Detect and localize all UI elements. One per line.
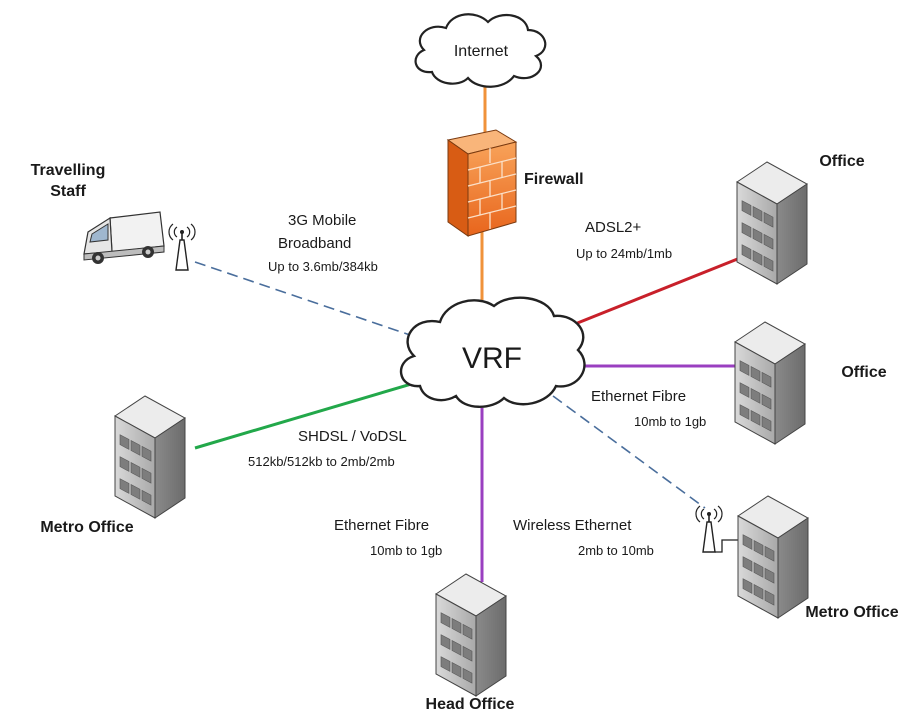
travelling-staff-label-line2: Staff — [50, 183, 86, 200]
brick-firewall-icon — [446, 129, 518, 237]
wireless-link-label: Wireless Ethernet 2mb to 10mb — [513, 517, 654, 558]
travelling-staff-label-line1: Travelling — [31, 162, 106, 179]
mobile-link-label: 3G Mobile Broadband Up to 3.6mb/384kb — [268, 212, 378, 274]
office-mid-label: Office — [841, 364, 886, 381]
internet-label: Internet — [454, 43, 509, 60]
fibre-head-label: Ethernet Fibre 10mb to 1gb — [334, 517, 442, 558]
internet-cloud: Internet — [414, 13, 547, 88]
firewall: Firewall — [446, 129, 584, 237]
mobile-title-line2: Broadband — [278, 235, 351, 252]
metro-office-right: Metro Office — [695, 495, 899, 621]
vrf-cloud: VRF — [399, 296, 586, 408]
head-office-label: Head Office — [426, 696, 515, 713]
shdsl-speed: 512kb/512kb to 2mb/2mb — [248, 454, 395, 469]
office-building-icon — [435, 573, 507, 697]
metro-office-left: Metro Office — [40, 395, 186, 536]
fibre-office-label: Ethernet Fibre 10mb to 1gb — [591, 388, 706, 429]
shdsl-title: SHDSL / VoDSL — [298, 428, 407, 445]
office-top: Office — [736, 153, 865, 285]
cloud-icon — [399, 296, 586, 408]
fibre-office-title: Ethernet Fibre — [591, 388, 686, 405]
office-top-label: Office — [819, 153, 864, 170]
firewall-label: Firewall — [524, 171, 584, 188]
head-office: Head Office — [426, 573, 515, 713]
shdsl-link-label: SHDSL / VoDSL 512kb/512kb to 2mb/2mb — [248, 428, 407, 469]
adsl-link — [569, 250, 756, 328]
adsl-speed: Up to 24mb/1mb — [576, 246, 672, 261]
mobile-link — [194, 261, 411, 336]
metro-office-right-label: Metro Office — [805, 604, 898, 621]
shdsl-link — [194, 380, 419, 450]
office-mid: Office — [734, 321, 887, 445]
travelling-staff: Travelling Staff — [31, 162, 196, 271]
metro-office-left-label: Metro Office — [40, 519, 133, 536]
office-building-icon — [734, 321, 806, 445]
fibre-office-speed: 10mb to 1gb — [634, 414, 706, 429]
office-building-icon — [737, 495, 809, 619]
fibre-head-speed: 10mb to 1gb — [370, 543, 442, 558]
mobile-title-line1: 3G Mobile — [288, 212, 356, 229]
adsl-link-label: ADSL2+ Up to 24mb/1mb — [576, 219, 672, 261]
antenna-icon — [168, 223, 196, 271]
adsl-title: ADSL2+ — [585, 219, 642, 236]
mobile-speed: Up to 3.6mb/384kb — [268, 259, 378, 274]
office-building-icon — [736, 161, 808, 285]
wireless-title: Wireless Ethernet — [513, 517, 632, 534]
wireless-speed: 2mb to 10mb — [578, 543, 654, 558]
fibre-head-title: Ethernet Fibre — [334, 517, 429, 534]
office-building-icon — [114, 395, 186, 519]
van-icon — [83, 211, 165, 264]
wireless-link — [552, 395, 706, 509]
antenna-icon — [695, 505, 723, 553]
vrf-label: VRF — [462, 342, 522, 375]
cloud-icon — [414, 13, 547, 88]
